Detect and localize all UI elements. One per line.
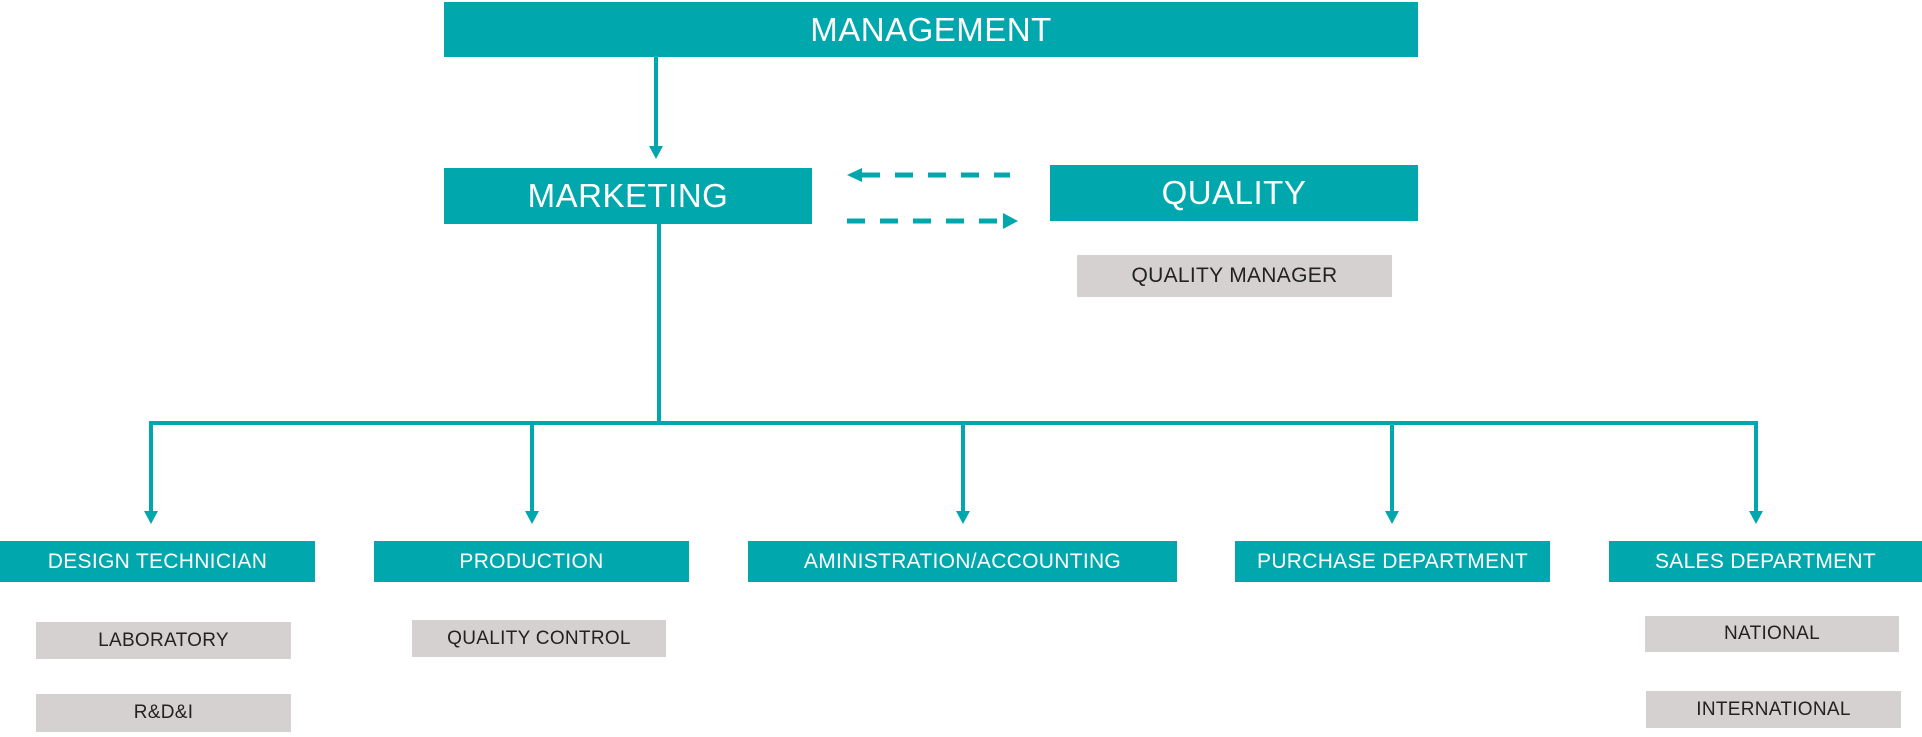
arrow-head (1385, 511, 1399, 524)
node-administration-accounting: AMINISTRATION/ACCOUNTING (748, 541, 1177, 582)
node-quality: QUALITY (1050, 165, 1418, 221)
node-label: AMINISTRATION/ACCOUNTING (803, 549, 1122, 573)
node-purchase-department: PURCHASE DEPARTMENT (1235, 541, 1550, 582)
node-label: PURCHASE DEPARTMENT (1257, 549, 1528, 573)
node-quality-control: QUALITY CONTROL (412, 620, 666, 657)
node-label: QUALITY CONTROL (447, 627, 631, 649)
arrow-head (649, 146, 663, 159)
arrow-head (956, 511, 970, 524)
arrow-head (1749, 511, 1763, 524)
arrow-head (525, 511, 539, 524)
node-marketing: MARKETING (444, 168, 812, 224)
arrow-head (1003, 213, 1018, 229)
node-label: DESIGN TECHNICIAN (47, 549, 268, 573)
node-label: QUALITY MANAGER (1131, 264, 1338, 287)
arrow-head (847, 168, 862, 182)
node-label: INTERNATIONAL (1696, 698, 1851, 720)
node-label: R&D&I (133, 702, 194, 723)
node-quality-manager: QUALITY MANAGER (1077, 255, 1392, 297)
arrow-head (144, 511, 158, 524)
node-design-technician: DESIGN TECHNICIAN (0, 541, 315, 582)
node-label: QUALITY (1161, 174, 1307, 211)
node-management: MANAGEMENT (444, 2, 1418, 57)
node-national: NATIONAL (1645, 616, 1899, 652)
node-label: SALES DEPARTMENT (1654, 549, 1877, 573)
node-rdi: R&D&I (36, 694, 291, 732)
node-label: PRODUCTION (459, 549, 604, 573)
node-label: LABORATORY (98, 629, 229, 651)
node-sales-department: SALES DEPARTMENT (1609, 541, 1922, 582)
node-label: MANAGEMENT (810, 10, 1052, 48)
node-laboratory: LABORATORY (36, 622, 291, 659)
node-label: NATIONAL (1723, 623, 1820, 644)
node-international: INTERNATIONAL (1646, 691, 1901, 728)
node-production: PRODUCTION (374, 541, 689, 582)
node-label: MARKETING (527, 177, 729, 214)
